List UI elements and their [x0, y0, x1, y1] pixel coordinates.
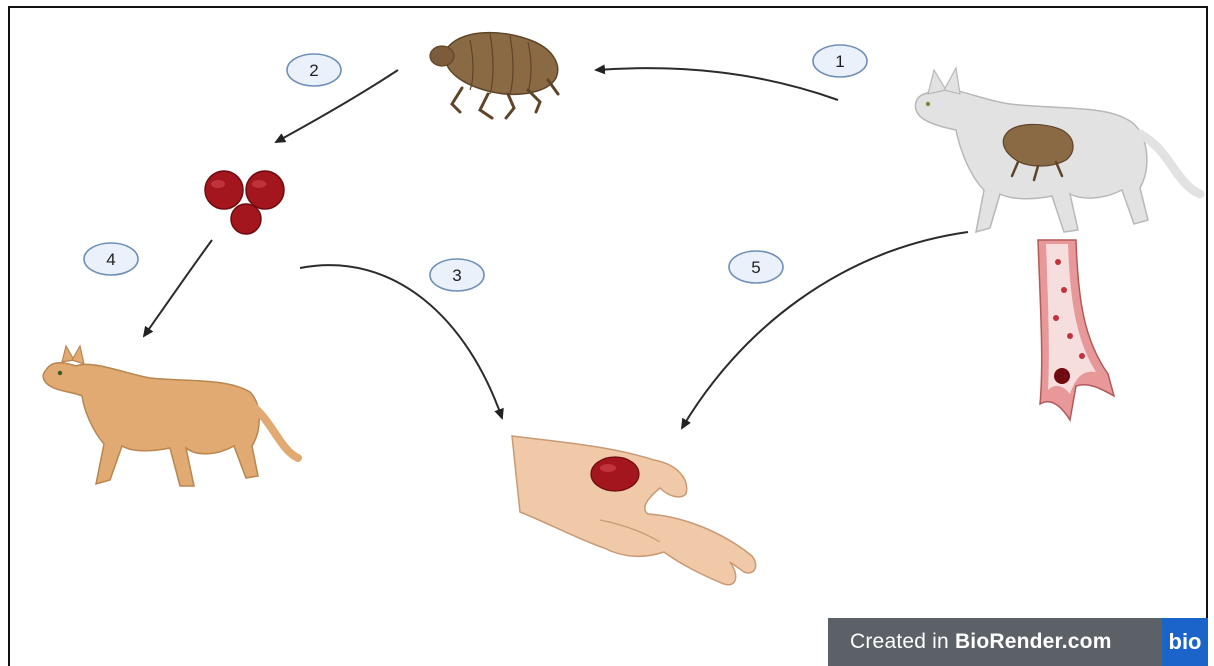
step-5-number: 5: [751, 258, 760, 277]
step-3-marker: 3: [430, 259, 484, 291]
biorender-watermark: Created in BioRender.com bio: [828, 618, 1208, 666]
step-4-marker: 4: [84, 243, 138, 275]
grey-cat-illustration: [915, 68, 1200, 232]
arrow-step-4: [144, 240, 212, 336]
watermark-brand: BioRender.com: [955, 630, 1112, 653]
step-1-number: 1: [835, 52, 844, 71]
step-2-marker: 2: [287, 54, 341, 86]
biorender-logo-icon: bio: [1162, 618, 1208, 666]
step-2-number: 2: [309, 61, 318, 80]
step-5-marker: 5: [729, 251, 783, 283]
blood-cells-illustration: [205, 171, 284, 234]
step-4-number: 4: [106, 250, 115, 269]
watermark-text: Created in BioRender.com: [850, 630, 1112, 654]
step-1-marker: 1: [813, 45, 867, 77]
watermark-prefix: Created in: [850, 630, 955, 653]
blood-vessel-illustration: [1038, 240, 1114, 420]
hand-illustration: [512, 436, 756, 585]
orange-cat-illustration: [43, 346, 298, 486]
arrow-step-1: [596, 68, 838, 100]
flea-illustration: [430, 33, 558, 118]
arrow-step-5: [682, 232, 968, 428]
step-3-number: 3: [452, 266, 461, 285]
